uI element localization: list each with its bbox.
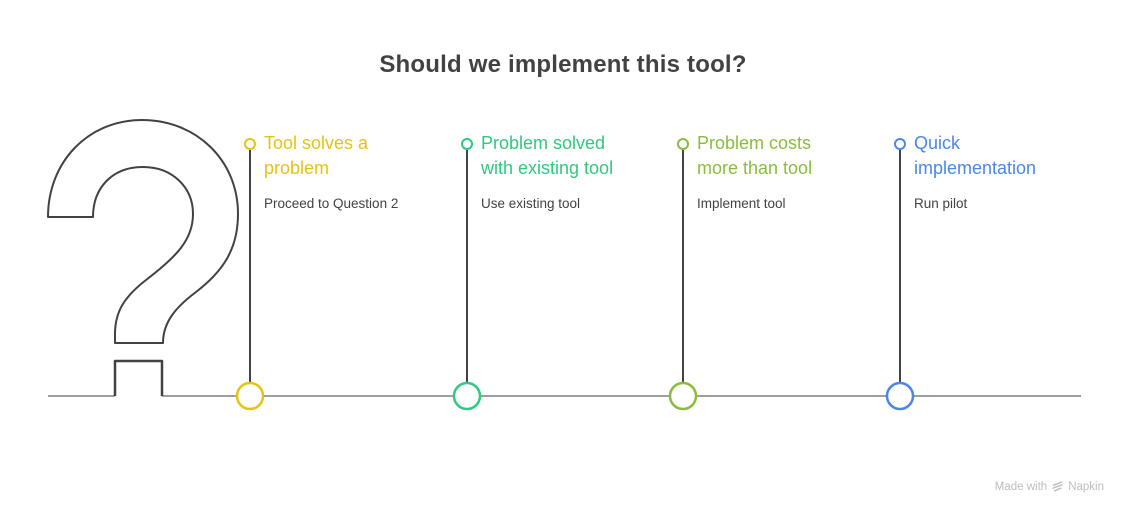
milestone-1-top-dot [244,138,256,150]
milestone-4-top-dot [894,138,906,150]
attribution: Made with Napkin [995,481,1104,493]
milestone-1-node [235,381,265,411]
milestone-3-node [668,381,698,411]
milestone-2: Problem solved with existing tool Use ex… [481,131,639,212]
milestone-3: Problem costs more than tool Implement t… [697,131,855,212]
napkin-logo-icon [1052,481,1063,492]
milestone-4: Quick implementation Run pilot [914,131,1072,212]
milestone-3-heading: Problem costs more than tool [697,133,813,178]
milestone-2-node [452,381,482,411]
milestone-3-subtitle: Implement tool [697,196,786,211]
milestone-4-subtitle: Run pilot [914,196,968,211]
milestone-4-node [885,381,915,411]
milestone-2-subtitle: Use existing tool [481,196,581,211]
milestone-2-top-dot [461,138,473,150]
milestone-2-heading: Problem solved with existing tool [481,133,614,178]
milestone-3-top-dot [677,138,689,150]
milestone-1: Tool solves a problem Proceed to Questio… [264,131,422,212]
question-mark-dot [113,359,164,396]
milestone-1-heading: Tool solves a problem [264,133,369,178]
milestone-1-subtitle: Proceed to Question 2 [264,196,399,211]
page-title: Should we implement this tool? [379,51,747,78]
question-mark-icon [47,119,239,344]
milestone-4-heading: Quick implementation [914,133,1037,178]
brand-label: Napkin [1068,481,1104,493]
made-with-label: Made with [994,481,1048,493]
